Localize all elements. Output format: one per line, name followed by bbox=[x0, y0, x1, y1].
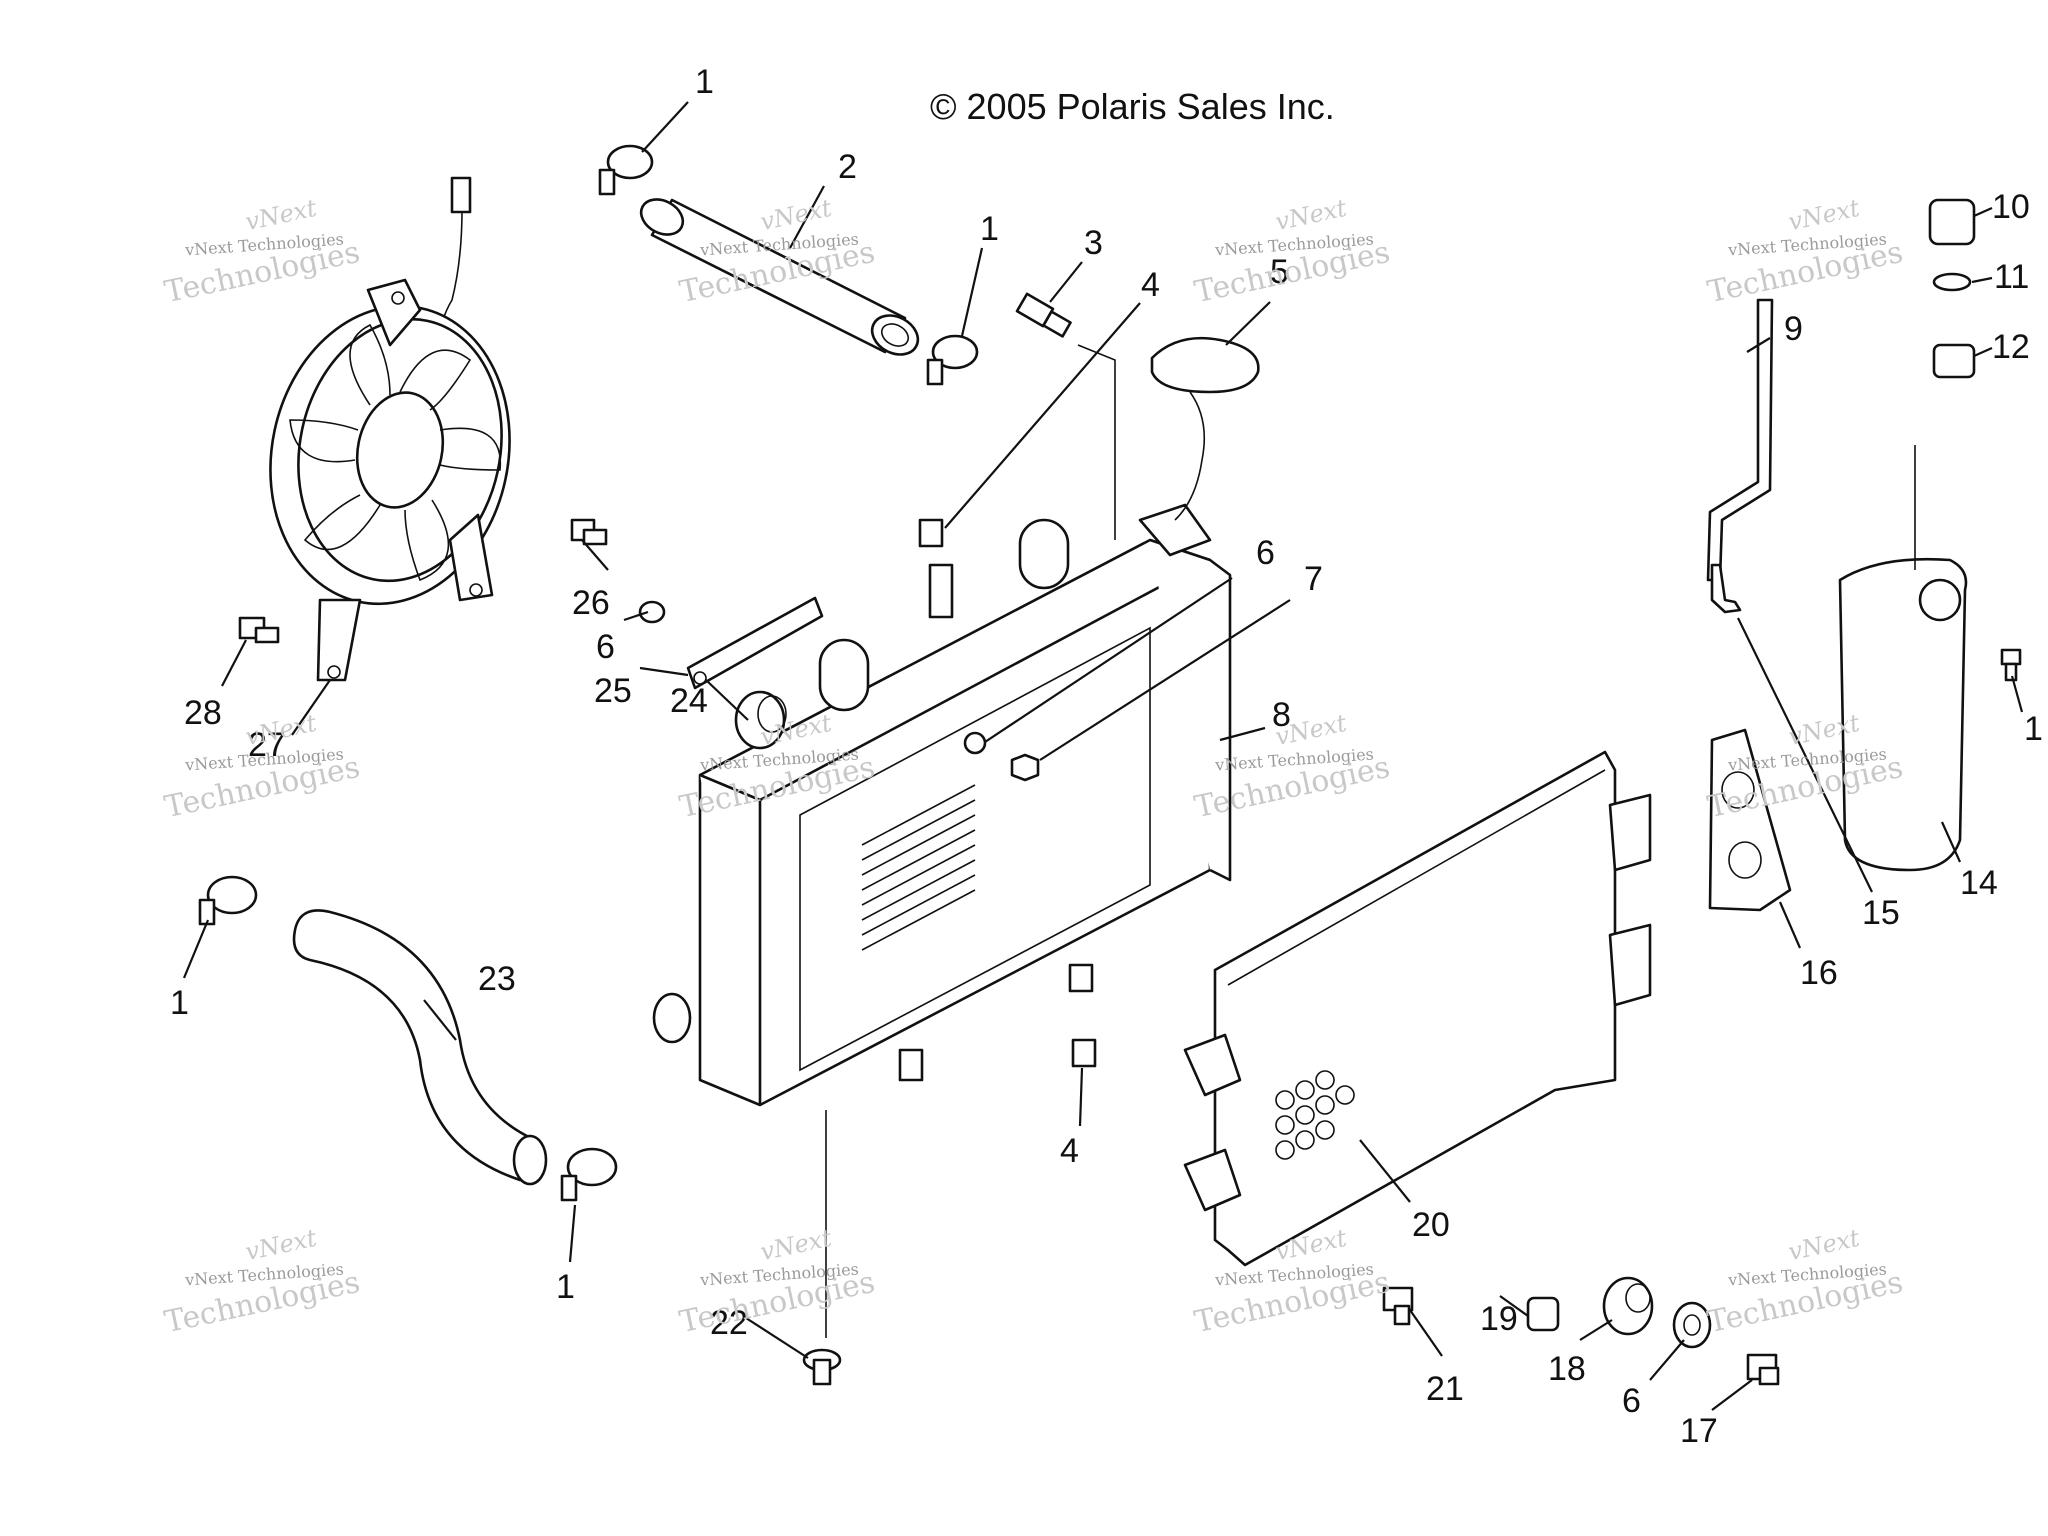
mounting-clip-lower bbox=[1071, 1038, 1097, 1068]
callout-1-upper: 1 bbox=[980, 210, 999, 248]
callout-4-lower: 4 bbox=[1060, 1132, 1079, 1170]
overflow-tank bbox=[1838, 445, 1968, 872]
callout-24: 24 bbox=[670, 682, 708, 720]
temperature-sensor bbox=[1015, 292, 1116, 540]
callout-10: 10 bbox=[1992, 188, 2030, 226]
callout-25: 25 bbox=[594, 672, 632, 710]
rubber-grommet-18 bbox=[1602, 1276, 1654, 1336]
bolt-21 bbox=[1382, 1286, 1414, 1326]
hose-clamp-left bbox=[198, 875, 258, 926]
filler-neck bbox=[1932, 343, 1976, 379]
callout-12: 12 bbox=[1992, 328, 2030, 366]
hose-clamp-top bbox=[598, 144, 654, 196]
callout-6-lower: 6 bbox=[1622, 1382, 1641, 1420]
callout-2: 2 bbox=[838, 148, 857, 186]
mounting-bracket bbox=[686, 596, 824, 690]
callout-labels: 1 2 1 3 4 5 6 7 8 9 10 11 12 1 14 15 16 … bbox=[170, 63, 2043, 1450]
callout-6-radiator: 6 bbox=[1256, 534, 1275, 572]
callout-1-left: 1 bbox=[170, 984, 189, 1022]
callout-22: 22 bbox=[710, 1304, 748, 1342]
callout-5: 5 bbox=[1270, 253, 1289, 291]
callout-4-upper: 4 bbox=[1141, 266, 1160, 304]
seal-ring bbox=[1932, 272, 1972, 292]
washer-lower bbox=[1672, 1301, 1712, 1349]
callout-19: 19 bbox=[1480, 1300, 1518, 1338]
callout-1-right: 1 bbox=[2024, 710, 2043, 748]
rubber-bushing-upper bbox=[734, 690, 787, 750]
callout-7: 7 bbox=[1304, 560, 1323, 598]
hose-clamp-upper-right bbox=[926, 334, 979, 386]
callout-21: 21 bbox=[1426, 1370, 1464, 1408]
hose-clamp-lower bbox=[560, 1147, 618, 1202]
spacer-19 bbox=[1526, 1296, 1560, 1332]
lower-radiator-hose bbox=[292, 909, 548, 1186]
radiator-core bbox=[652, 503, 1232, 1107]
callout-15: 15 bbox=[1862, 894, 1900, 932]
callout-1-lower: 1 bbox=[556, 1268, 575, 1306]
bolt-17 bbox=[1746, 1353, 1780, 1386]
drain-plug bbox=[802, 1110, 842, 1386]
callout-28: 28 bbox=[184, 694, 222, 732]
callout-6-upper: 6 bbox=[596, 628, 615, 666]
bolt-right-edge bbox=[2000, 648, 2022, 682]
callout-23: 23 bbox=[478, 960, 516, 998]
cooling-fan bbox=[269, 176, 511, 682]
callout-9: 9 bbox=[1784, 310, 1803, 348]
bolt-26 bbox=[570, 518, 608, 546]
bolt-28 bbox=[238, 616, 280, 644]
hose-fitting bbox=[1710, 563, 1742, 614]
radiator-shroud bbox=[1183, 750, 1652, 1267]
mounting-clip-upper bbox=[918, 518, 944, 548]
radiator-cap bbox=[1150, 336, 1260, 521]
copyright-notice: © 2005 Polaris Sales Inc. bbox=[930, 86, 1335, 127]
washer-upper bbox=[638, 600, 666, 624]
callout-8: 8 bbox=[1272, 696, 1291, 734]
callout-3: 3 bbox=[1084, 224, 1103, 262]
callout-26: 26 bbox=[572, 584, 610, 622]
callout-1-top: 1 bbox=[695, 63, 714, 101]
tank-cap bbox=[1928, 198, 1976, 246]
callout-18: 18 bbox=[1548, 1350, 1586, 1388]
callout-14: 14 bbox=[1960, 864, 1998, 902]
callout-11: 11 bbox=[1994, 258, 2029, 296]
callout-27: 27 bbox=[248, 726, 286, 764]
radiator-grille bbox=[861, 784, 976, 951]
upper-radiator-hose bbox=[639, 198, 920, 356]
callout-17: 17 bbox=[1680, 1412, 1718, 1450]
callout-20: 20 bbox=[1412, 1206, 1450, 1244]
leader-lines bbox=[182, 101, 2024, 1411]
callout-16: 16 bbox=[1800, 954, 1838, 992]
tank-bracket bbox=[1708, 728, 1792, 912]
shroud-grille bbox=[1275, 1070, 1355, 1160]
